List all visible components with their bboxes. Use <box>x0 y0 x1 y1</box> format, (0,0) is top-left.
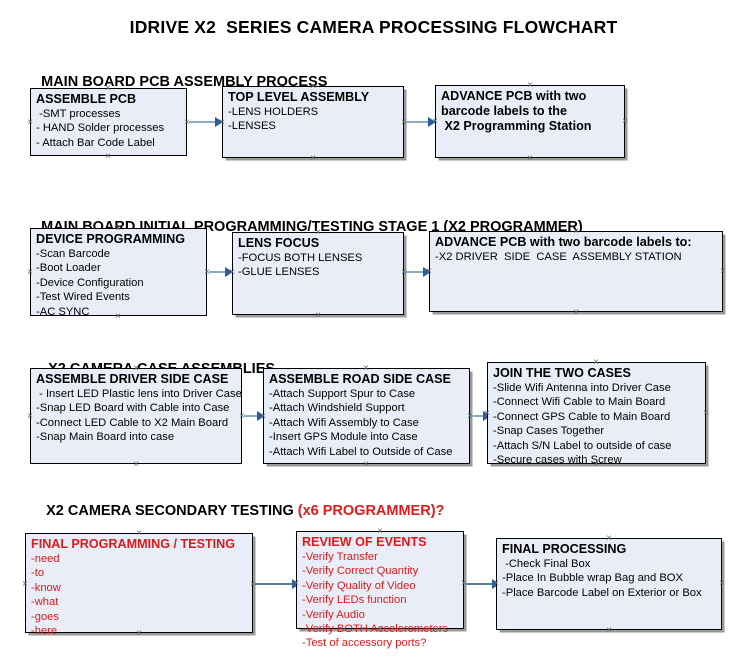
arrow-head-icon <box>257 411 265 421</box>
node-line: - Attach Bar Code Label <box>36 136 155 149</box>
connector-arrow <box>406 117 436 127</box>
node-device-programming[interactable]: DEVICE PROGRAMMING -Scan Barcode -Boot L… <box>30 228 207 318</box>
connector-arrow <box>255 579 300 589</box>
node-line: -Attach Windshield Support <box>269 402 405 415</box>
node-line: - Insert LED Plastic lens into Driver Ca… <box>36 388 242 400</box>
node-review-of-events[interactable]: REVIEW OF EVENTS -Verify Transfer -Verif… <box>296 531 464 649</box>
node-line: -Verify LEDs function <box>302 594 407 607</box>
node-line: -X2 DRIVER SIDE CASE ASSEMBLY STATION <box>435 251 682 263</box>
node-line: -Attach Wifi Label to Outside of Case <box>269 445 453 458</box>
node-line: -Place In Bubble wrap Bag and BOX <box>502 572 683 585</box>
node-title: ASSEMBLE DRIVER SIDE CASE <box>36 372 229 386</box>
connector-arrow <box>406 267 431 277</box>
node-line: -what <box>31 596 59 609</box>
connector-arrow <box>244 411 265 421</box>
node-line: -Verify Correct Quantity <box>302 565 419 578</box>
node-line-overflow: -Test of accessory ports? <box>302 637 427 650</box>
node-assemble-driver-side-case[interactable]: ASSEMBLE DRIVER SIDE CASE - Insert LED P… <box>30 368 242 464</box>
node-line: -here <box>31 625 58 638</box>
node-advance-pcb-driver-side-case[interactable]: ADVANCE PCB with two barcode labels to: … <box>429 231 723 312</box>
node-line: -Verify Quality of Video <box>302 579 416 592</box>
node-line: -Place Barcode Label on Exterior or Box <box>502 586 702 599</box>
node-line: -LENS HOLDERS <box>228 106 319 118</box>
node-line: -LENSES <box>228 120 276 133</box>
node-line: -Boot Loader <box>36 262 101 275</box>
node-line: -Connect GPS Cable to Main Board <box>493 410 671 423</box>
arrow-head-icon <box>215 117 223 127</box>
node-title-line2: barcode labels to the <box>441 104 567 118</box>
node-line: -Snap Main Board into case <box>36 431 175 444</box>
arrow-head-icon <box>225 267 233 277</box>
section-heading-4-text: X2 CAMERA SECONDARY TESTING <box>46 503 298 519</box>
connector-arrow <box>209 267 233 277</box>
node-line: -Verify Transfer <box>302 551 378 563</box>
node-line: -Attach Support Spur to Case <box>269 388 416 400</box>
node-lens-focus[interactable]: LENS FOCUS -FOCUS BOTH LENSES -GLUE LENS… <box>232 232 404 315</box>
node-line: -know <box>31 581 61 594</box>
node-line: -Connect Wifi Cable to Main Board <box>493 396 666 409</box>
node-line: -Attach S/N Label to outside of case <box>493 439 672 452</box>
node-line: -FOCUS BOTH LENSES <box>238 252 363 264</box>
node-title: LENS FOCUS <box>238 236 320 250</box>
node-final-processing[interactable]: FINAL PROCESSING -Check Final Box -Place… <box>496 538 722 630</box>
node-title: ASSEMBLE PCB <box>36 92 137 106</box>
node-line: -Snap LED Board with Cable into Case <box>36 402 230 415</box>
connector-arrow <box>189 117 223 127</box>
node-line: -GLUE LENSES <box>238 266 320 279</box>
node-title: ADVANCE PCB with two barcode labels to: <box>435 235 692 249</box>
node-line: -Snap Cases Together <box>493 425 605 438</box>
node-line: - HAND Solder processes <box>36 122 165 135</box>
node-top-level-assembly[interactable]: TOP LEVEL ASSEMBLY -LENS HOLDERS -LENSES <box>222 86 404 158</box>
node-line: -goes <box>31 610 59 623</box>
node-line: -AC SYNC <box>36 305 90 318</box>
node-line: -Verify Audio <box>302 608 365 621</box>
node-title: REVIEW OF EVENTS <box>302 535 427 549</box>
node-title: ADVANCE PCB with two <box>441 89 587 103</box>
node-line: -Connect LED Cable to X2 Main Board <box>36 416 229 429</box>
node-title: DEVICE PROGRAMMING <box>36 232 186 246</box>
node-line: -Slide Wifi Antenna into Driver Case <box>493 382 671 394</box>
node-title: JOIN THE TWO CASES <box>493 366 631 380</box>
section-heading-4-accent: (x6 PROGRAMMER)? <box>297 503 445 519</box>
node-title: FINAL PROGRAMMING / TESTING <box>31 537 236 551</box>
node-title-line3: X2 Programming Station <box>441 119 592 133</box>
node-join-the-two-cases[interactable]: JOIN THE TWO CASES -Slide Wifi Antenna i… <box>487 362 706 467</box>
node-line: -Secure cases with Screw <box>493 454 622 467</box>
node-line: -Insert GPS Module into Case <box>269 431 418 444</box>
connector-arrow <box>466 579 500 589</box>
section-heading-4: X2 CAMERA SECONDARY TESTING (x6 PROGRAMM… <box>30 487 444 535</box>
node-final-programming-testing[interactable]: FINAL PROGRAMMING / TESTING -need -to -k… <box>25 533 253 637</box>
node-line: -Test Wired Events <box>36 291 130 304</box>
arrow-head-icon <box>428 117 436 127</box>
node-line: -SMT processes <box>36 108 121 120</box>
node-title: FINAL PROCESSING <box>502 542 627 556</box>
node-line: -need <box>31 553 60 565</box>
node-line: -Device Configuration <box>36 276 144 289</box>
node-advance-pcb-programming-station[interactable]: ADVANCE PCB with two barcode labels to t… <box>435 85 625 158</box>
page-title: IDRIVE X2 SERIES CAMERA PROCESSING FLOWC… <box>129 17 618 37</box>
node-line: -Scan Barcode <box>36 248 111 260</box>
node-line: -Attach Wifi Assembly to Case <box>269 416 419 429</box>
node-assemble-pcb[interactable]: ASSEMBLE PCB -SMT processes - HAND Solde… <box>30 88 187 156</box>
node-title: TOP LEVEL ASSEMBLY <box>228 90 370 104</box>
node-assemble-road-side-case[interactable]: ASSEMBLE ROAD SIDE CASE -Attach Support … <box>263 368 470 464</box>
node-title: ASSEMBLE ROAD SIDE CASE <box>269 372 451 386</box>
arrow-head-icon <box>423 267 431 277</box>
node-line: -Verify BOTH Accelerometers <box>302 623 449 636</box>
node-line: -to <box>31 567 45 580</box>
node-line: -Check Final Box <box>502 558 591 570</box>
